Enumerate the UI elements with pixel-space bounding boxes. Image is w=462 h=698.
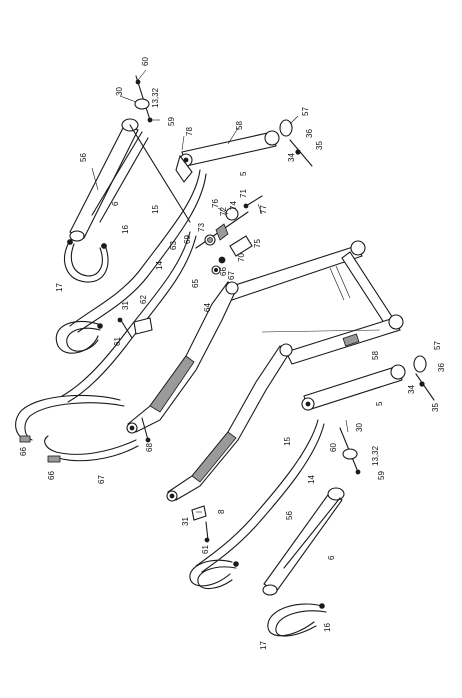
callout-66-left-b: 66 [47, 471, 56, 480]
callout-63: 63 [169, 241, 178, 250]
upper-hose-loop [64, 239, 109, 283]
callout-35-upper: 35 [315, 141, 324, 150]
callout-15-lower: 15 [283, 437, 292, 446]
callout-68: 68 [145, 443, 154, 452]
callout-13-32-lower: 13,32 [371, 445, 380, 466]
lower-lift-cylinder [301, 364, 406, 411]
hardware-pin-68 [141, 417, 151, 443]
callout-65: 65 [191, 279, 200, 288]
callout-57-lower: 57 [433, 341, 442, 350]
callout-6-upper: 6 [111, 201, 120, 206]
callout-8: 8 [217, 509, 226, 514]
loader-main-frame [225, 240, 404, 365]
callout-61-upper: 61 [113, 337, 122, 346]
callout-15-upper: 15 [151, 205, 160, 214]
callout-5-lower: 5 [375, 401, 384, 406]
hardware-upper-pin-set [134, 75, 153, 123]
callout-71: 71 [239, 189, 248, 198]
callout-30-upper: 30 [115, 87, 124, 96]
callout-66-left-a: 66 [19, 447, 28, 456]
callout-leader-lines [91, 69, 381, 513]
callout-62: 62 [139, 295, 148, 304]
pivot-pin-assembly [195, 195, 263, 275]
lower-hose-loops [189, 559, 327, 637]
callout-14-upper: 14 [155, 261, 164, 270]
callout-67-mid: 67 [227, 271, 236, 280]
callout-labels: 60 30 13,32 59 78 58 5 57 36 34 35 56 6 … [19, 57, 446, 650]
lower-left-hoses [15, 394, 139, 463]
callout-5-upper: 5 [239, 171, 248, 176]
left-hose-loop [55, 320, 103, 354]
callout-13-32-upper: 13,32 [151, 87, 160, 108]
callout-64: 64 [203, 303, 212, 312]
callout-60-upper: 60 [141, 57, 150, 66]
callout-35-lower: 35 [431, 403, 440, 412]
callout-36-upper: 36 [305, 129, 314, 138]
upper-loader-arm [126, 281, 239, 434]
callout-30-lower: 30 [355, 423, 364, 432]
callout-72: 72 [219, 207, 228, 216]
hardware-lower-pin-set [339, 427, 361, 475]
callout-76: 76 [211, 199, 220, 208]
callout-77: 77 [259, 205, 268, 214]
callout-56-upper: 56 [79, 153, 88, 162]
callout-70: 70 [237, 253, 246, 262]
callout-56-lower: 56 [285, 511, 294, 520]
callout-36-lower: 36 [437, 363, 446, 372]
callout-60-lower: 60 [329, 443, 338, 452]
lower-bucket-cylinder [262, 487, 345, 596]
upper-hydraulic-tubes [61, 169, 207, 403]
callout-34-upper: 34 [287, 153, 296, 162]
callout-78: 78 [185, 127, 194, 136]
upper-lift-cylinder [175, 130, 280, 183]
callout-69: 69 [183, 235, 192, 244]
callout-74: 74 [229, 201, 238, 210]
hardware-bracket-lower [191, 505, 210, 543]
callout-57-upper: 57 [301, 107, 310, 116]
lower-loader-arm [166, 343, 293, 502]
callout-67-left: 67 [97, 475, 106, 484]
callout-75: 75 [253, 239, 262, 248]
callout-58-lower: 58 [371, 351, 380, 360]
callout-58-upper: 58 [235, 121, 244, 130]
callout-16-lower: 16 [323, 623, 332, 632]
callout-14-lower: 14 [307, 475, 316, 484]
hardware-right-pin-set-upper [279, 119, 313, 167]
callout-31-lower: 31 [181, 517, 190, 526]
callout-6-lower: 6 [327, 555, 336, 560]
callout-16-upper: 16 [121, 225, 130, 234]
hardware-right-pin-set-lower [413, 355, 435, 401]
callout-59-upper: 59 [167, 117, 176, 126]
callout-73: 73 [197, 223, 206, 232]
callout-17-lower: 17 [259, 641, 268, 650]
hardware-bracket-left [117, 317, 153, 339]
callout-34-lower: 34 [407, 385, 416, 394]
callout-59-lower: 59 [377, 471, 386, 480]
callout-66-mid: 66 [219, 267, 228, 276]
callout-17-upper: 17 [55, 283, 64, 292]
upper-bucket-cylinder [69, 118, 191, 242]
callout-31-upper: 31 [121, 301, 130, 310]
callout-61-lower: 61 [201, 545, 210, 554]
